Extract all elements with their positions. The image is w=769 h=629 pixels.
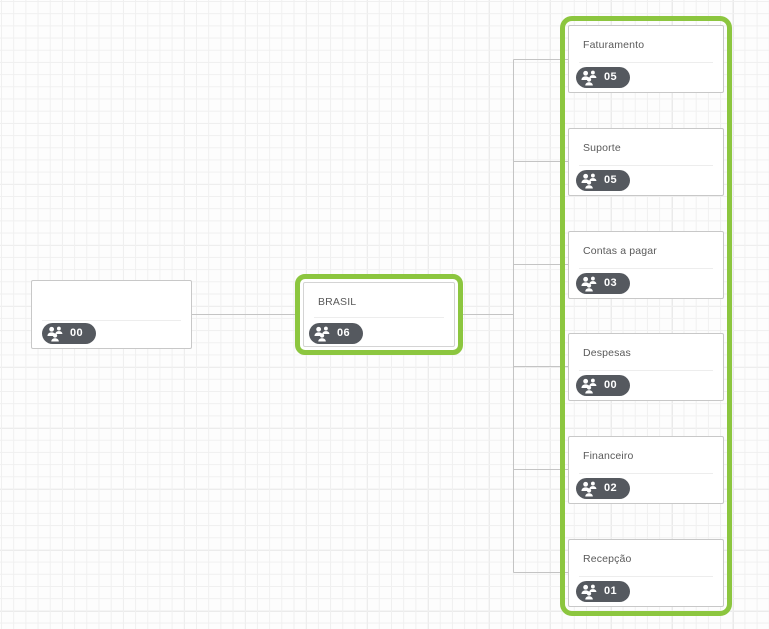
highlight-ring-departments	[560, 16, 732, 616]
member-count-value: 00	[604, 379, 618, 391]
node-divider	[579, 62, 713, 63]
people-group-icon	[581, 70, 597, 86]
member-count-value: 05	[604, 71, 618, 83]
people-group-icon	[581, 584, 597, 600]
org-node-title: BRASIL	[318, 296, 357, 308]
member-count-value: 05	[604, 174, 618, 186]
node-divider	[579, 370, 713, 371]
org-node-brasil[interactable]: BRASIL 06	[303, 282, 455, 347]
people-group-icon	[581, 276, 597, 292]
org-node-title: Financeiro	[583, 450, 634, 462]
member-count-value: 00	[70, 327, 84, 339]
org-node-department[interactable]: Faturamento 05	[568, 25, 724, 93]
node-divider	[579, 165, 713, 166]
org-node-department[interactable]: Suporte 05	[568, 128, 724, 196]
member-count-value: 03	[604, 277, 618, 289]
org-node-title: Contas a pagar	[583, 245, 657, 257]
org-node-root[interactable]: 00	[31, 280, 192, 349]
member-count-badge[interactable]: 00	[576, 375, 630, 396]
member-count-badge[interactable]: 01	[576, 581, 630, 602]
node-divider	[314, 317, 444, 318]
people-group-icon	[581, 481, 597, 497]
member-count-badge[interactable]: 06	[309, 323, 363, 344]
org-node-department[interactable]: Contas a pagar 03	[568, 231, 724, 299]
member-count-value: 01	[604, 585, 618, 597]
people-group-icon	[47, 326, 63, 342]
node-divider	[579, 473, 713, 474]
member-count-badge[interactable]: 05	[576, 170, 630, 191]
people-group-icon	[314, 326, 330, 342]
org-node-title: Suporte	[583, 142, 621, 154]
people-group-icon	[581, 173, 597, 189]
member-count-badge[interactable]: 00	[42, 323, 96, 344]
node-divider	[579, 576, 713, 577]
org-node-title: Recepção	[583, 553, 632, 565]
member-count-badge[interactable]: 05	[576, 67, 630, 88]
people-group-icon	[581, 378, 597, 394]
org-node-department[interactable]: Financeiro 02	[568, 436, 724, 504]
member-count-badge[interactable]: 02	[576, 478, 630, 499]
org-node-title: Faturamento	[583, 39, 645, 51]
org-node-department[interactable]: Despesas 00	[568, 333, 724, 401]
member-count-value: 02	[604, 482, 618, 494]
node-divider	[579, 268, 713, 269]
node-divider	[42, 320, 181, 321]
member-count-badge[interactable]: 03	[576, 273, 630, 294]
member-count-value: 06	[337, 327, 351, 339]
org-node-title: Despesas	[583, 347, 631, 359]
org-node-department[interactable]: Recepção 01	[568, 539, 724, 607]
